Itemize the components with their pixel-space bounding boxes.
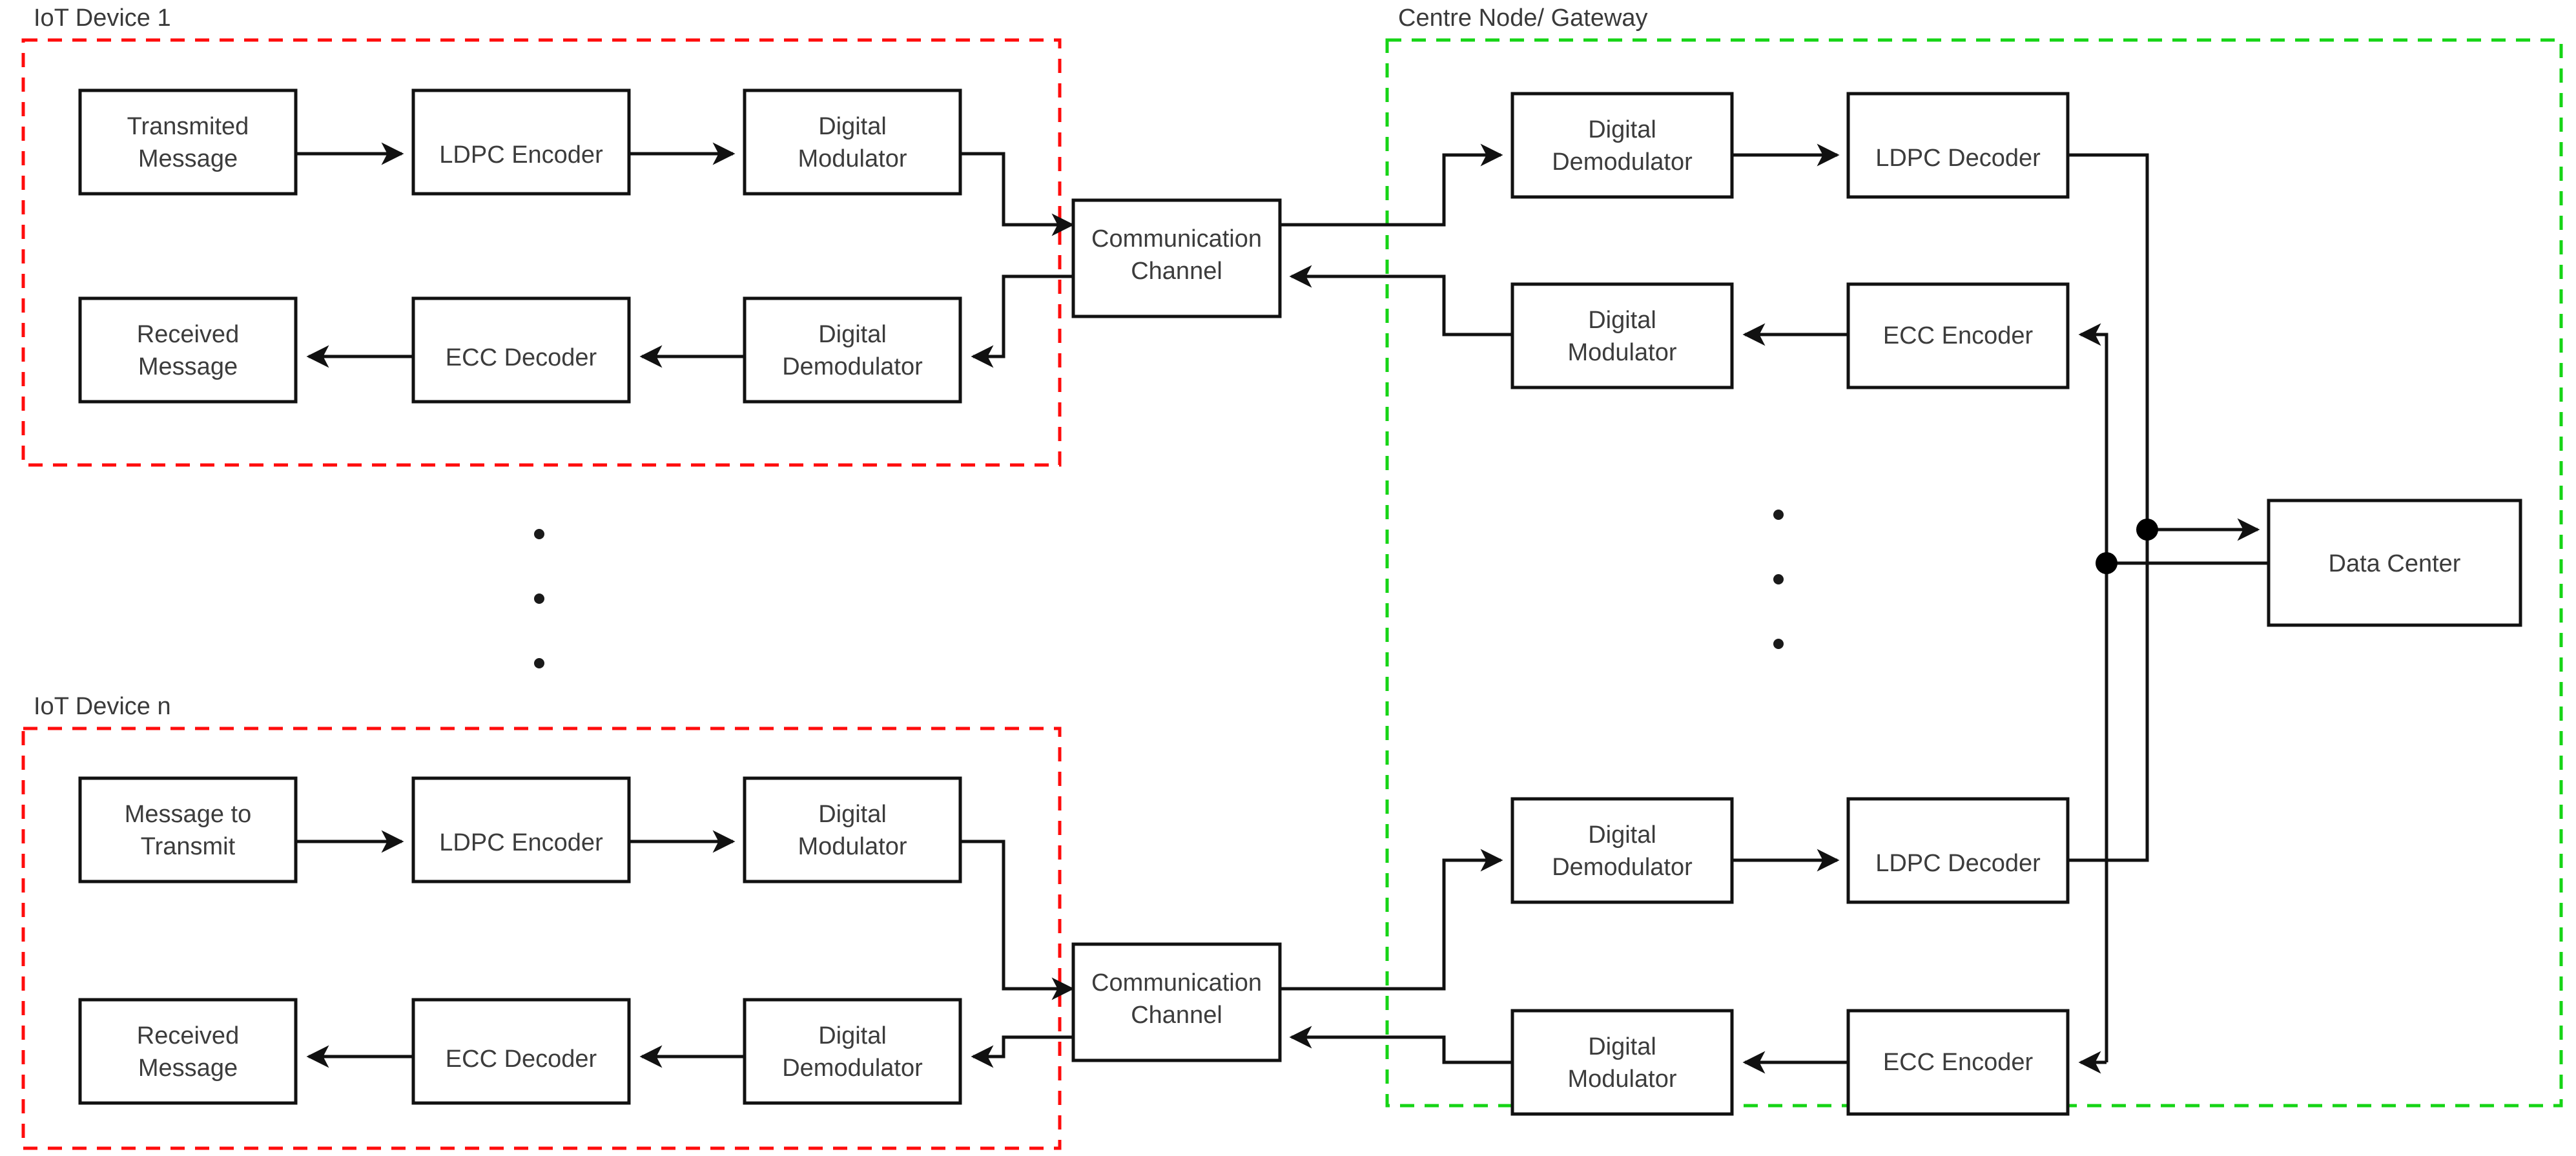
block-label-line2: Message [138,145,238,172]
block-label-line1: Communication [1091,225,1262,253]
block-label-line1: ECC Encoder [1883,322,2034,349]
block-label-line2: Modulator [798,833,907,860]
block-dn-tx-msg[interactable]: Message to Transmit [78,776,298,883]
wire-chanbot-to-gn-demod [1280,849,1503,991]
block-dn-demod[interactable]: Digital Demodulator [743,998,962,1105]
block-gn-ecc-enc[interactable]: ECC Encoder [1846,1009,2070,1116]
block-label-line2: Demodulator [1552,854,1693,881]
block-label-line1: ECC Encoder [1883,1049,2034,1076]
group-border-devicen [21,727,1062,1150]
wire-gn-mod-to-chanbot [1289,1026,1512,1064]
block-label-line2: Channel [1131,1002,1222,1029]
wire-chanbot-to-dn-demod [971,1035,1072,1068]
group-label-gateway: Centre Node/ Gateway [1398,5,1648,32]
block-label-line2: Demodulator [782,353,923,380]
ellipsis-left [534,529,544,668]
block-gn-ldpc-dec[interactable]: LDPC Decoder [1846,797,2070,904]
junction-dot-lower [2096,552,2117,574]
block-g1-demod[interactable]: Digital Demodulator [1510,92,1734,199]
block-label-line1: Digital [1588,116,1656,143]
block-label-line2: Message [138,353,238,380]
block-label-line2: Transmit [141,833,236,860]
group-label-devicen: IoT Device n [34,693,171,720]
block-d1-mod[interactable]: Digital Modulator [743,88,962,196]
block-label-line1: Digital [1588,307,1656,334]
block-g1-mod[interactable]: Digital Modulator [1510,282,1734,389]
wire-g1-mod-to-chantop [1289,265,1512,336]
block-label-line2: Modulator [1568,339,1677,366]
block-label-line1: Digital [818,113,887,140]
block-label-line1: Digital [818,1022,887,1049]
block-label-line1: Received [137,1022,239,1049]
block-d1-demod[interactable]: Digital Demodulator [743,296,962,404]
block-label-line1: LDPC Encoder [439,141,603,169]
block-label-line1: Digital [818,321,887,348]
wire-chantop-to-d1-demod [971,274,1072,368]
block-label-line2: Message [138,1055,238,1082]
block-label-line2: Channel [1131,258,1222,285]
block-d1-rx-msg[interactable]: Received Message [78,296,298,404]
wire-dn-mod-to-chanbot [960,840,1075,1000]
wire-chantop-to-g1-demod [1280,143,1503,227]
block-chan-top[interactable]: Communication Channel [1071,198,1282,318]
block-dn-ecc-dec[interactable]: ECC Decoder [411,998,631,1105]
group-border-device1 [21,38,1062,467]
wire-g1-ldpcdec-to-bus [2068,153,2149,668]
block-label-line1: Digital [1588,821,1656,849]
block-dn-mod[interactable]: Digital Modulator [743,776,962,883]
wire-bus-to-g1-eccenc [2078,323,2108,962]
block-g1-ecc-enc[interactable]: ECC Encoder [1846,282,2070,389]
block-label-line2: Demodulator [1552,149,1693,176]
group-label-device1: IoT Device 1 [34,5,171,32]
block-label-line1: Message to [125,801,251,828]
block-label-line2: Demodulator [782,1055,923,1082]
block-dn-rx-msg[interactable]: Received Message [78,998,298,1105]
block-label-line1: Data Center [2329,550,2461,577]
block-chan-bot[interactable]: Communication Channel [1071,942,1282,1062]
block-label-line2: Modulator [1568,1066,1677,1093]
block-label-line1: Communication [1091,969,1262,996]
block-gn-demod[interactable]: Digital Demodulator [1510,797,1734,904]
block-label-line1: Received [137,321,239,348]
block-label-line1: LDPC Decoder [1875,850,2041,877]
junction-dot-upper [2136,519,2158,541]
wire-d1-mod-to-chantop [960,152,1075,236]
ellipsis-right [1773,510,1784,649]
block-d1-ecc-dec[interactable]: ECC Decoder [411,296,631,404]
block-label-line2: Modulator [798,145,907,172]
block-label-line1: Digital [818,801,887,828]
block-gn-mod[interactable]: Digital Modulator [1510,1009,1734,1116]
block-d1-tx-msg[interactable]: Transmited Message [78,88,298,196]
block-label-line1: ECC Decoder [446,344,597,371]
block-label-line1: LDPC Encoder [439,829,603,856]
block-label-line1: Digital [1588,1033,1656,1060]
wire-gn-ldpcdec-to-bus [2068,668,2149,862]
block-dn-ldpc-enc[interactable]: LDPC Encoder [411,776,631,883]
block-d1-ldpc-enc[interactable]: LDPC Encoder [411,88,631,196]
block-g1-ldpc-dec[interactable]: LDPC Decoder [1846,92,2070,199]
block-label-line1: ECC Decoder [446,1046,597,1073]
block-label-line1: Transmited [127,113,249,140]
block-data-center[interactable]: Data Center [2267,499,2522,627]
block-label-line1: LDPC Decoder [1875,145,2041,172]
